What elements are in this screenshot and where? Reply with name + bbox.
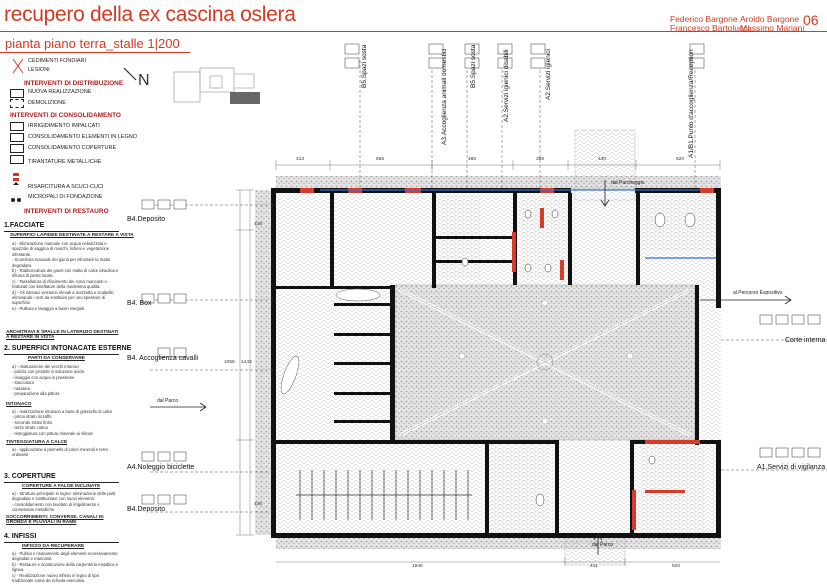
section-subtitle: PARTI DA CONSERVARE [28, 356, 85, 361]
section-subtitle: SUPERFICI LAPIDEE DESTINATE A RESTARE A … [10, 233, 134, 238]
dimension: 426 [254, 502, 263, 507]
page-number: 06 [803, 12, 819, 28]
dimension: 1946 [412, 564, 423, 569]
room-label-vertical: A2.Servizi igienici [545, 49, 552, 100]
plan-subtitle: pianta piano terra_stalle 1|200 [5, 36, 180, 51]
legend-heading: INTERVENTI DI DISTRIBUZIONE [24, 80, 124, 87]
dimension: 358 [536, 157, 545, 162]
room-label-vertical: B5.Spazi sosta [361, 44, 368, 88]
section-rule [4, 231, 119, 232]
section-text: a) - Eliminazione manuale con acqua nebu… [12, 241, 119, 311]
arrow-label: dal Parcheggio [611, 180, 645, 186]
section-subtitle: SOCCORRIMENTI: CONVERSE, CANALI DI GROND… [6, 515, 104, 525]
section-title: 3. COPERTURE [4, 473, 56, 480]
dimension: 413 [296, 157, 305, 162]
room-label: Corte interna [785, 337, 826, 344]
legend-label: NUOVA REALIZZAZIONE [28, 89, 92, 95]
dimension: 485 [468, 157, 477, 162]
section-title: 1.FACCIATE [4, 222, 45, 229]
legend-label: DEMOLIZIONE [28, 100, 66, 106]
section-text: a) - applicazione a pennello di colori m… [12, 447, 108, 458]
author: Massimo Mariani [740, 23, 805, 33]
section-subtitle: INTONACO [6, 402, 32, 407]
legend-heading: INTERVENTI DI CONSOLIDAMENTO [10, 112, 121, 119]
micropile-symbol [10, 192, 24, 210]
legend-label: MICROPALI DI FONDAZIONE [28, 194, 103, 200]
roof-consolidation-symbol [10, 144, 24, 153]
section-title: 4. INFISSI [4, 533, 37, 540]
legend-label: IRRIGIDIMENTO IMPALCATI [28, 123, 100, 129]
legend-label: CONSOLIDAMENTO ELEMENTI IN LEGNO [28, 134, 138, 140]
scuci-cuci-symbol [10, 172, 24, 191]
section-rule [4, 354, 119, 355]
room-label-vertical: A2.Servizi igienici disabili [503, 49, 510, 122]
section-subtitle: ARCHITRAVI E SPALLE IN LATERIZIO DESTINA… [6, 330, 119, 340]
page-title: recupero della ex cascina oslera [4, 3, 296, 26]
legend-label: CEDIMENTI FONDIARI [28, 58, 87, 64]
section-text: a) - Struttura principale in legno: elim… [12, 491, 116, 513]
room-label: B4.Deposito [127, 216, 166, 223]
section-subtitle: COPERTURE A FALDE INCLINATE [22, 484, 101, 489]
arrow-label: al Percorso Espositivo [733, 290, 783, 296]
room-label: A1.Servizi di vigilanza [757, 464, 826, 471]
key-plan [170, 62, 280, 123]
legend-label: RISARCITURA A SCUCI-CUCI [28, 184, 104, 190]
room-label-vertical: A1/B1.Punto d'accoglienza/Reception [688, 49, 695, 158]
arrow-label: dal Parco [157, 398, 179, 404]
dimension: 655 [376, 157, 385, 162]
metal-tie-symbol [10, 155, 24, 164]
wood-consolidation-symbol [10, 133, 24, 142]
legend-heading: INTERVENTI DI RESTAURO [24, 208, 109, 215]
dimension: 620 [672, 564, 681, 569]
room-label: B4.Deposito [127, 506, 166, 513]
section-text: a) - Pulizia e risanamento degli element… [12, 551, 119, 584]
north-arrow-icon [122, 66, 152, 101]
room-label: B4. Box [127, 300, 152, 307]
section-title: 2. SUPERFICI INTONACATE ESTERNE [4, 345, 132, 352]
section-rule [4, 542, 119, 543]
north-label: N [138, 72, 150, 89]
room-label-vertical: B5.Spazi sosta [470, 44, 477, 88]
room-label: B4. Accoglienza cavalli [127, 355, 199, 362]
section-rule [4, 482, 119, 483]
section-text: a) - realizzazione intonaco a base di gr… [12, 409, 113, 436]
new-construction-symbol [10, 89, 24, 98]
demolition-symbol [10, 99, 24, 108]
section-subtitle: INFISSO DA RECUPERARE [22, 544, 85, 549]
dimension: 430 [598, 157, 607, 162]
dimension: 1443 [241, 360, 252, 365]
author: Aroldo Bargone [740, 14, 800, 24]
floor-stiffening-symbol [10, 122, 24, 131]
dimension: 419 [254, 222, 263, 227]
subtitle-rule [0, 52, 190, 53]
dimension: 620 [676, 157, 685, 162]
section-text: a) - risaturazione dei vecchi intonaci- … [12, 364, 84, 397]
dimension: 411 [590, 564, 598, 569]
arrow-label: dal Parco [592, 542, 614, 548]
header-rule [0, 31, 827, 32]
section-subtitle: TINTEGGIATURA A CALCE [6, 440, 68, 445]
room-label-vertical: A3.Accoglienza animali domestici [441, 48, 448, 145]
dimension: 1056 [224, 360, 235, 365]
author: Francesco Bartolucci [670, 23, 750, 33]
room-label: A4.Noleggio biciclette [127, 464, 195, 471]
legend-cedimenti-symbol [10, 57, 26, 80]
legend-label: CONSOLIDAMENTO COPERTURE [28, 145, 117, 151]
author: Federico Bargone [670, 14, 738, 24]
legend-label: LESIONI [28, 67, 50, 73]
legend-label: TIRANTATURE METALLICHE [28, 159, 102, 165]
